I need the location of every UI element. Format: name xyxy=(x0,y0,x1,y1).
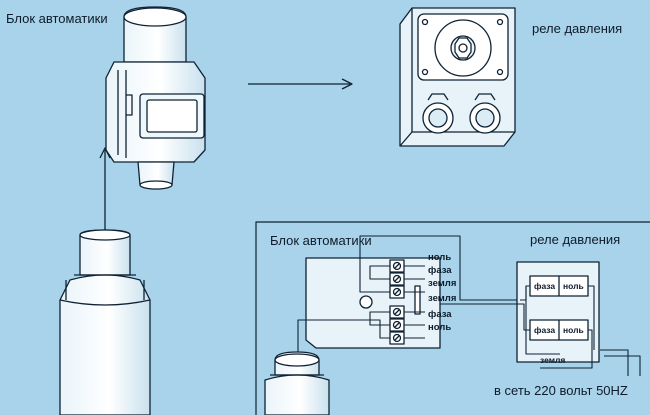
schematic-frame xyxy=(255,221,650,415)
relay-box xyxy=(516,261,600,363)
relay-label-top: реле давления xyxy=(532,21,623,36)
pressure-relay-illustration xyxy=(399,7,516,147)
relay-wires xyxy=(440,285,641,376)
terminal-label: земля xyxy=(428,278,457,289)
unit-label-schematic: Блок автоматики xyxy=(270,233,372,248)
automation-unit-illustration xyxy=(105,6,206,190)
terminal-label: фаза xyxy=(428,309,452,320)
terminal-label: земля xyxy=(428,293,457,304)
terminal-screws xyxy=(392,261,402,343)
relay-top-right-label: ноль xyxy=(563,281,584,291)
ground-label: земля xyxy=(540,355,566,365)
unit-label-top: Блок автоматики xyxy=(6,11,108,26)
arrow-to-relay-head xyxy=(341,78,353,90)
internal-wires xyxy=(297,235,520,358)
arrow-up-head xyxy=(99,147,111,159)
unit-box xyxy=(305,257,441,349)
relay-label-schematic: реле давления xyxy=(530,232,621,247)
pump-illustration xyxy=(59,229,151,415)
terminal-label: ноль xyxy=(428,252,452,263)
bottom-pump xyxy=(264,351,330,415)
terminal-label: фаза xyxy=(428,265,452,276)
mains-label: в сеть 220 вольт 50HZ xyxy=(494,383,628,398)
relay-bottom-left-label: фаза xyxy=(534,325,556,335)
relay-bottom-right-label: ноль xyxy=(563,325,584,335)
terminal-label: ноль xyxy=(428,322,452,333)
relay-top-left-label: фаза xyxy=(534,281,556,291)
